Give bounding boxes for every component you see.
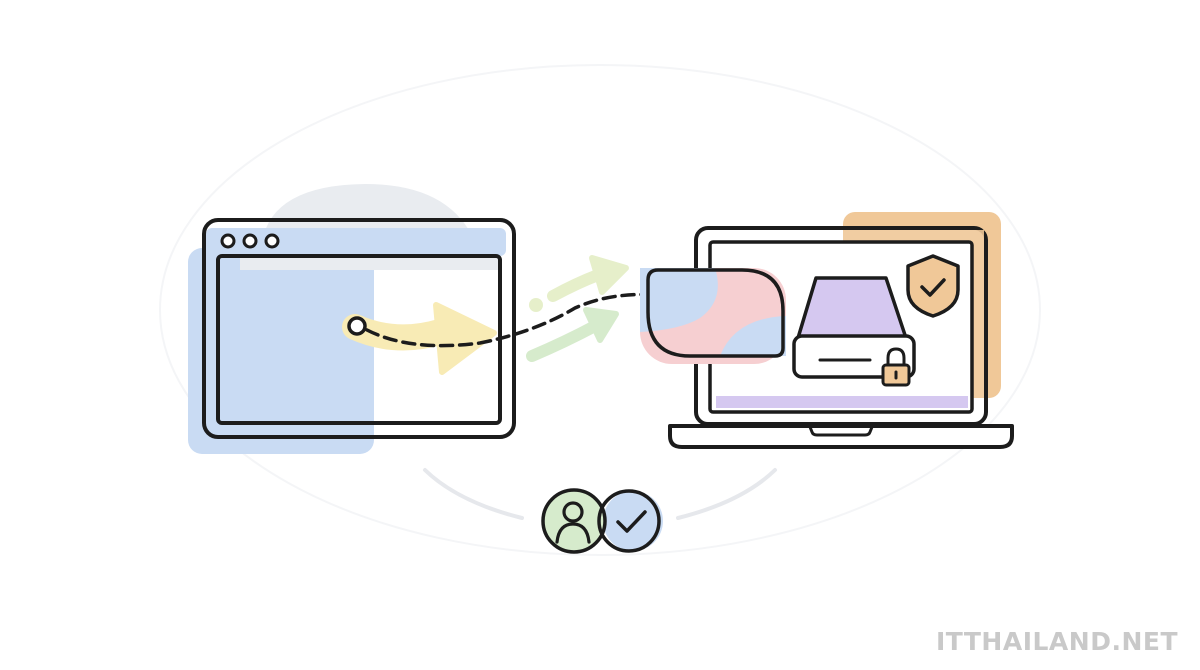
lock-shackle [886, 347, 906, 366]
browser-window-icon [188, 184, 516, 454]
shield-check [920, 278, 946, 297]
drive-top [796, 276, 908, 340]
light-green-dot [529, 298, 543, 312]
window-dot-1 [220, 233, 236, 249]
transfer-arrows [342, 255, 676, 375]
laptop-screen-strip [716, 396, 968, 408]
hard-drive-icon [792, 276, 916, 379]
tab-blue-blob-2 [720, 316, 786, 356]
browser-frame [202, 218, 516, 439]
lock-icon [881, 347, 911, 387]
light-green-arrow [547, 269, 604, 302]
laptop-trackpad-notch [808, 426, 874, 437]
user-shoulders [555, 522, 591, 544]
background-ring [159, 64, 1041, 556]
site-watermark: ITTHAILAND.NET [935, 627, 1178, 656]
user-icon [555, 501, 591, 544]
light-green-arrow-head [589, 255, 629, 295]
green-arrow [526, 320, 601, 362]
shield-check-icon [906, 254, 960, 318]
browser-gray-dome [262, 184, 475, 242]
green-arrow-head [583, 307, 619, 343]
connector-arc-right [676, 468, 777, 520]
tab-blue-blob [640, 268, 718, 332]
window-dot-2 [242, 233, 258, 249]
browser-blue-blob [188, 248, 374, 454]
browser-content-strip [240, 256, 498, 270]
user-badge-ring [541, 488, 607, 554]
browser-titlebar-highlight [206, 228, 506, 256]
yellow-arrow-head [433, 302, 497, 375]
window-dot-3 [264, 233, 280, 249]
check-badge-bg [603, 491, 663, 551]
shield-body [906, 254, 960, 318]
user-verify-badges [541, 488, 663, 554]
check-badge-ring [597, 489, 661, 553]
checkmark-icon [616, 510, 647, 533]
dashed-path-start [347, 316, 367, 336]
user-head [562, 501, 584, 523]
dashed-arrow-icon [365, 292, 670, 348]
transfer-tab [640, 268, 786, 364]
tab-outline [646, 268, 785, 358]
connector-arc-left [423, 468, 524, 520]
